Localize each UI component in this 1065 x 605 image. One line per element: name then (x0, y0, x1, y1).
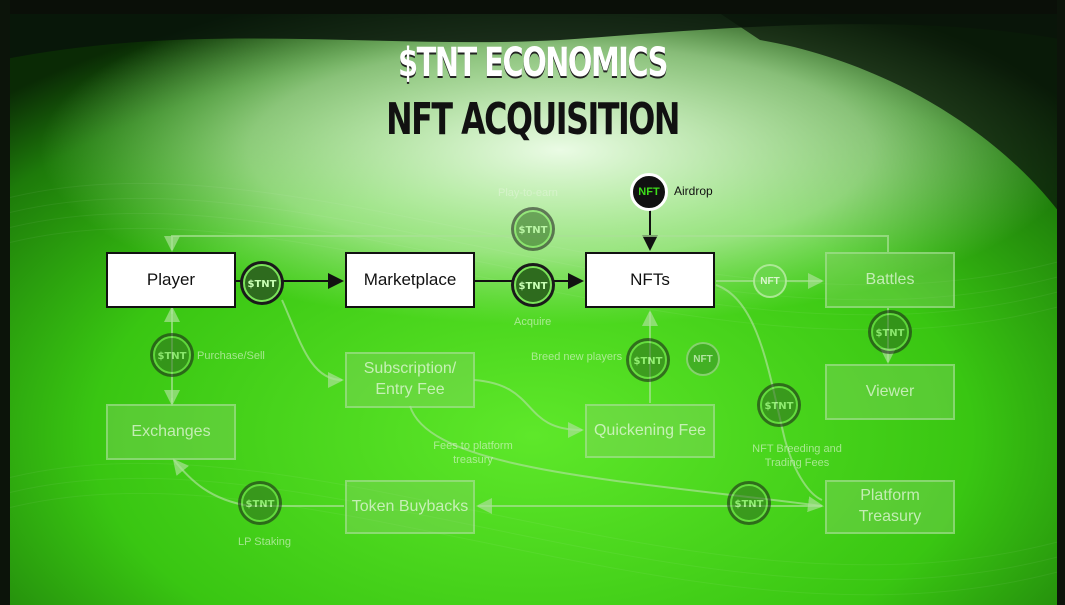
svg-text:$TNT: $TNT (519, 281, 548, 292)
label-lp-staking: LP Staking (238, 536, 292, 548)
tnt-coin-icon: $TNT (868, 310, 912, 354)
tnt-coin-icon: $TNT (238, 481, 282, 525)
node-marketplace: Marketplace (345, 252, 475, 308)
title-line-2: NFT ACQUISITION (386, 94, 680, 145)
node-token-buybacks: Token Buybacks (345, 480, 475, 534)
node-player: Player (106, 252, 236, 308)
tnt-coin-icon: $TNT (727, 481, 771, 525)
svg-text:$TNT: $TNT (735, 499, 764, 510)
arrow-player-to-subscription (281, 299, 344, 388)
label-airdrop: Airdrop (674, 184, 713, 198)
node-battles: Battles (825, 252, 955, 308)
tnt-coin-icon: $TNT (240, 261, 284, 305)
label-breed-new-players: Breed new players (531, 351, 623, 363)
label-nft-breeding-trading-fees: NFT Breeding and Trading Fees (752, 443, 842, 469)
nft-breed-badge: NFT (686, 342, 720, 376)
label-acquire: Acquire (514, 316, 552, 328)
label-fees-to-platform-treasury: Fees to platform treasury (433, 440, 513, 466)
node-nfts: NFTs (585, 252, 715, 308)
label-play-to-earn: Play-to-earn (498, 187, 558, 199)
arrow-subscription-to-quickening (473, 379, 584, 438)
svg-text:$TNT: $TNT (248, 279, 277, 290)
nft-battles-badge: NFT (753, 264, 787, 298)
tnt-coin-icon: $TNT (757, 383, 801, 427)
title-line-1: $TNT ECONOMICS (398, 40, 668, 86)
label-purchase-sell: Purchase/Sell (197, 350, 265, 362)
svg-text:$TNT: $TNT (876, 328, 905, 339)
svg-text:$TNT: $TNT (158, 351, 187, 362)
svg-text:$TNT: $TNT (246, 499, 275, 510)
tnt-coin-icon: $TNT (511, 263, 555, 307)
svg-text:$TNT: $TNT (519, 225, 548, 236)
node-viewer: Viewer (825, 364, 955, 420)
svg-text:$TNT: $TNT (634, 356, 663, 367)
node-subscription-entry-fee: Subscription/ Entry Fee (345, 352, 475, 408)
tnt-coin-icon: $TNT (626, 338, 670, 382)
nft-airdrop-badge: NFT (630, 173, 668, 211)
tnt-coin-icon: $TNT (511, 207, 555, 251)
tnt-coin-icon: $TNT (150, 333, 194, 377)
node-quickening-fee: Quickening Fee (585, 404, 715, 458)
svg-text:$TNT: $TNT (765, 401, 794, 412)
node-exchanges: Exchanges (106, 404, 236, 460)
node-platform-treasury: Platform Treasury (825, 480, 955, 534)
